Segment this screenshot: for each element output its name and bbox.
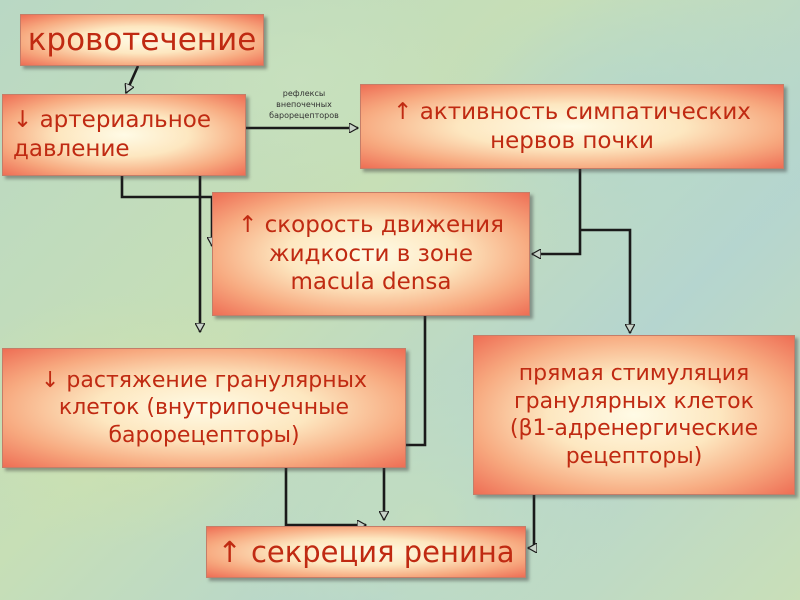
arrow-direct-to-renin — [528, 495, 534, 548]
node-sympathetic-activity: ↑ активность симпатических нервов почки — [360, 84, 784, 169]
node-arterial-pressure: ↓ артериальное давление — [2, 94, 246, 176]
node-renin-secretion-text: ↑ секреция ренина — [217, 534, 515, 569]
arrow-pressure-to-macula — [120, 176, 212, 246]
node-direct-stimulation-text: прямая стимуляция гранулярных клеток (β1… — [509, 361, 759, 469]
node-bleeding: кровотечение — [20, 14, 264, 66]
arrow-sympathetic-to-direct — [580, 228, 630, 333]
node-macula-densa-text: ↑ скорость движения жидкости в зоне macu… — [238, 211, 504, 296]
node-macula-densa: ↑ скорость движения жидкости в зоне macu… — [212, 192, 530, 316]
baroreceptor-reflex-label: рефлексы внепочечных барорецепторов — [269, 89, 339, 120]
arrow-sympathetic-to-macula — [532, 169, 582, 254]
node-sympathetic-activity-text: ↑ активность симпатических нервов почки — [393, 98, 751, 154]
node-granular-stretch: ↓ растяжение гранулярных клеток (внутрип… — [2, 348, 406, 468]
node-granular-stretch-text: ↓ растяжение гранулярных клеток (внутрип… — [40, 367, 368, 448]
node-bleeding-text: кровотечение — [27, 21, 257, 58]
node-direct-stimulation: прямая стимуляция гранулярных клеток (β1… — [473, 335, 795, 495]
arrow-granular-to-renin — [284, 468, 366, 525]
arrow-bleeding-to-pressure — [126, 65, 140, 93]
node-arterial-pressure-text: ↓ артериальное давление — [13, 107, 211, 162]
node-renin-secretion: ↑ секреция ренина — [206, 526, 526, 578]
